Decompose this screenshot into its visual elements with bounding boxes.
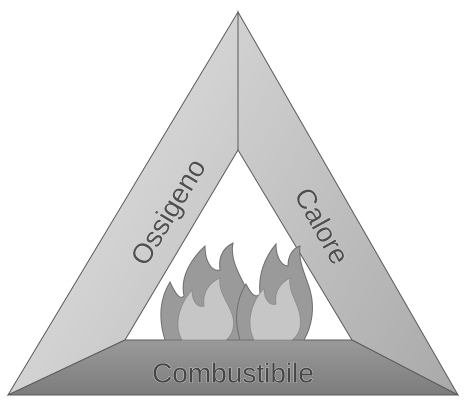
fire-icon bbox=[161, 243, 313, 340]
fuel-label: Combustibile bbox=[152, 357, 314, 388]
